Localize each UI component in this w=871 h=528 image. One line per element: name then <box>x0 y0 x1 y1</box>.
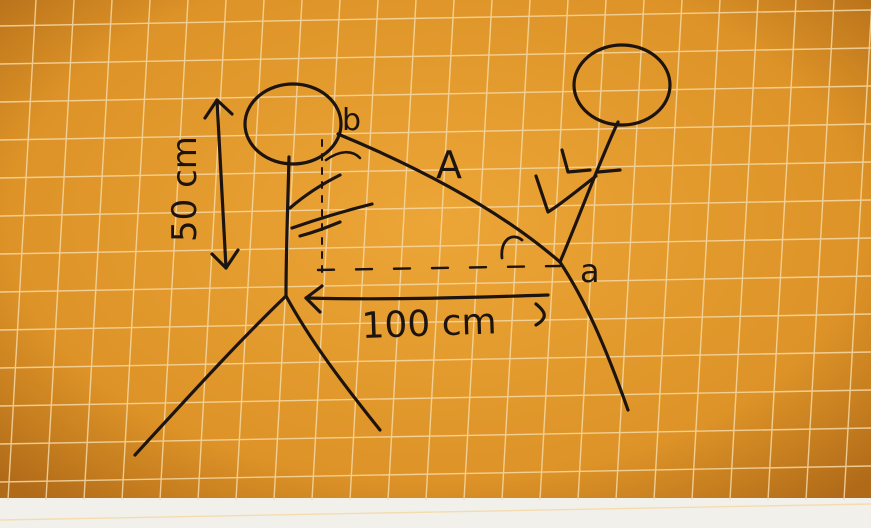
grid-line-vertical <box>653 0 683 501</box>
grid-line-horizontal <box>0 237 871 255</box>
grid-line-horizontal <box>0 503 871 521</box>
angle-a-arc <box>500 235 524 260</box>
right-stick-figure <box>534 43 672 412</box>
grid-line-vertical <box>577 0 607 501</box>
left-stick-figure <box>133 82 382 457</box>
right-figure-head <box>572 43 672 127</box>
grid-line-horizontal <box>0 427 871 445</box>
right-figure-arm <box>534 174 598 214</box>
slope-label: A <box>436 143 462 187</box>
grid-line-vertical <box>387 0 417 501</box>
grid-line-vertical <box>311 0 341 501</box>
left-figure-lower-arm <box>290 202 374 230</box>
grid-line-horizontal <box>0 161 871 179</box>
grid-line-horizontal <box>0 199 871 217</box>
left-figure-left-leg <box>133 294 288 457</box>
grid-line-horizontal <box>0 275 871 293</box>
paper-bottom-edge <box>0 498 871 528</box>
bottom-point-label: a <box>580 252 600 290</box>
grid-line-horizontal <box>0 389 871 407</box>
left-figure-right-leg <box>284 294 382 432</box>
vertical-measure-label: 50 cm <box>165 136 205 242</box>
horizontal-reference-dash <box>316 264 562 272</box>
grid-line-vertical <box>843 5 871 501</box>
grid-line-vertical <box>691 0 721 501</box>
grid-line-horizontal <box>0 313 871 331</box>
drawing <box>133 43 672 457</box>
right-figure-arm-tick <box>596 168 622 174</box>
vertical-measure-arrow <box>203 98 240 270</box>
grid-line-vertical <box>83 0 113 501</box>
grid-line-vertical <box>121 0 151 501</box>
grid-line-vertical <box>425 0 455 501</box>
horizontal-measure-label: 100 cm <box>361 301 497 347</box>
grid-line-vertical <box>7 0 37 501</box>
grid-line-horizontal <box>0 123 871 141</box>
grid-line-vertical <box>615 0 645 501</box>
grid-line-horizontal <box>0 351 871 369</box>
grid-line-horizontal <box>0 9 871 27</box>
top-point-label: b <box>342 103 361 138</box>
grid-line-vertical <box>501 0 531 501</box>
slope-line-a <box>336 132 562 264</box>
grid-line-vertical <box>729 0 759 501</box>
left-figure-head <box>243 82 343 166</box>
horizontal-measure-arrow <box>304 284 550 327</box>
right-figure-hand <box>560 148 592 174</box>
grid-line-horizontal <box>0 465 871 483</box>
left-figure-body <box>284 155 291 298</box>
angle-b-arc <box>324 150 362 162</box>
grid-line-vertical <box>539 0 569 501</box>
left-figure-upper-arm <box>288 173 342 210</box>
grid-line-horizontal <box>0 85 871 103</box>
grid-line-vertical <box>767 0 797 501</box>
grid-line-vertical <box>805 0 835 501</box>
right-figure-leg <box>558 260 630 412</box>
grid-line-horizontal <box>0 47 871 65</box>
left-figure-hand <box>298 220 342 238</box>
grid-line-vertical <box>45 0 75 501</box>
grid-line-vertical <box>159 0 189 501</box>
grid-line-vertical <box>349 0 379 501</box>
right-figure-body <box>558 120 620 264</box>
grid-line-vertical <box>463 0 493 501</box>
